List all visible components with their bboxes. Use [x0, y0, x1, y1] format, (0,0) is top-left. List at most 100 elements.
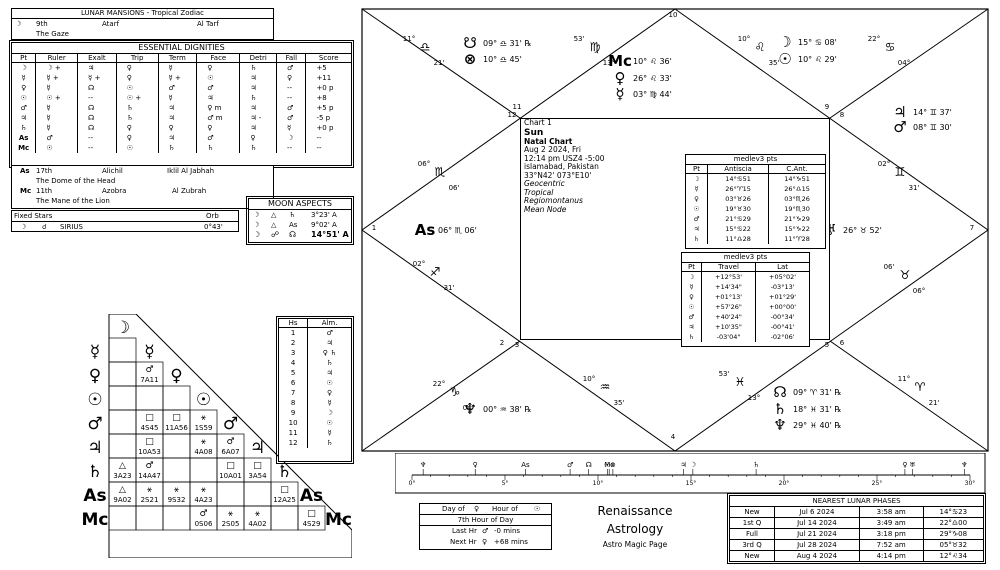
dignities-cell: --	[276, 83, 306, 93]
dignities-cell: ♂	[276, 103, 306, 113]
aspect-grid: ☽☿☿♀♀☉☉♂♂♃♃♄♄AsAsMcMc♂7A11□4S45□11A56⚹1S…	[82, 314, 352, 558]
travel-cell: ♂	[688, 313, 695, 321]
cusp-degree: 06'	[884, 263, 895, 271]
antiscia-cell: ♂	[693, 215, 700, 223]
dignities-cell: ♄	[157, 143, 197, 153]
aspect-glyph: ♂	[145, 461, 153, 471]
brand: Renaissance Astrology Astro Magic Page	[580, 502, 690, 552]
dignities-cell: --	[305, 143, 351, 153]
moon-aspect-orb: 3°23' A	[311, 211, 337, 219]
travel-cell: ☉	[688, 303, 695, 311]
aspect-grid-planet-0: ☽	[115, 318, 130, 338]
wheel-planet-position: 18° ♓ 31' ℞	[793, 405, 842, 414]
aspect-grid-planet-1: ☿	[144, 342, 154, 362]
mansion-name: Alichil	[102, 167, 123, 175]
moon-icon: ☽	[20, 223, 27, 231]
wheel-planet-icon: ☿	[615, 85, 624, 103]
cusp-degree: 10°	[738, 35, 750, 43]
travel-row: ♃+10'35"-00°41'	[682, 322, 809, 332]
aspect-glyph: ♂	[199, 509, 207, 519]
cusp-degree: 02°	[878, 160, 890, 168]
travel-row: ♂+40'24"-00°34'	[682, 312, 809, 322]
dignities-cell: ♂	[276, 62, 306, 73]
aspect-orb: 11A56	[165, 424, 188, 432]
cusp-minute: 31'	[909, 184, 920, 192]
almuten-ruler: ☉	[307, 418, 351, 428]
mansion-alt-name: Al Zubrah	[172, 187, 207, 195]
antiscia-header: Antiscia	[706, 165, 769, 174]
travel-header: Travel	[700, 263, 756, 272]
almuten-row: 2♃	[279, 338, 351, 348]
dignities-header: Trip	[115, 54, 158, 63]
dignities-cell: +11	[305, 73, 351, 83]
mansion-alt-name: Al Tarf	[197, 20, 219, 28]
aspect-glyph: ⚹	[201, 413, 207, 423]
almuten-row: 12♄	[279, 438, 351, 448]
dignities-cell: ♄	[239, 143, 277, 153]
almuten-row: 5♃	[279, 368, 351, 378]
almuten-row: 10☉	[279, 418, 351, 428]
travel-cell: -00°41'	[755, 322, 809, 332]
strip-planet-icon: ♆	[961, 461, 967, 469]
aspect-grid-planet-8: Mc	[325, 510, 352, 530]
antiscia-cell: ♀	[694, 195, 699, 203]
lunar-phase-cell: 12°♌34	[922, 550, 983, 561]
cusp-sign-icon: ♒	[600, 380, 611, 394]
dignities-cell: ♂	[35, 133, 78, 143]
strip-tick-label: 30°	[965, 480, 976, 487]
almuten-row: 6☉	[279, 378, 351, 388]
dignities-cell: ♂	[276, 113, 306, 123]
chart-number: Chart 1	[524, 118, 552, 127]
antiscia-cell: 26°♈15	[706, 184, 769, 194]
wheel-planet-icon: ♄	[773, 400, 786, 418]
aspect-glyph: ⚹	[201, 437, 207, 447]
aspect-orb: 4A23	[194, 496, 212, 504]
strip-frame	[395, 453, 986, 494]
dignities-cell: -5 p	[305, 113, 351, 123]
cusp-sign-icon: ♐	[430, 265, 441, 279]
lunar-phase-cell: Jul 28 2024	[774, 539, 860, 551]
strip-planet-icon: ♀	[902, 461, 907, 469]
wheel-planet-position: 26° ♉ 52'	[843, 226, 882, 235]
cusp-degree: 11°	[403, 35, 415, 43]
antiscia-cell: 21°♋29	[706, 214, 769, 224]
dignities-cell: ☉	[115, 83, 158, 93]
brand-subtitle: Astro Magic Page	[602, 540, 668, 549]
house-number-8: 8	[840, 111, 844, 119]
houses-header: Hs	[288, 319, 298, 327]
aspect-glyph: ♂	[226, 437, 234, 447]
cusp-sign-icon: ♌	[755, 40, 766, 54]
dignities-cell: ♂	[157, 83, 197, 93]
aspect-orb: 2S21	[141, 496, 159, 504]
fixed-star-row: ☽ ☌ SIRIUS 0°43'	[12, 222, 238, 232]
aspect-grid-planet-6: ♄	[277, 462, 292, 482]
aspect-grid-row-label: Mc	[82, 510, 109, 530]
aspect-glyph: □	[307, 509, 316, 519]
aspect-glyph: △	[119, 461, 126, 471]
moon-aspect-orb: 9°02' A	[311, 221, 337, 229]
house-number-4: 4	[671, 433, 676, 441]
almuten-row: 7♀	[279, 388, 351, 398]
lunar-phases-title: NEAREST LUNAR PHASES	[730, 496, 983, 507]
moon-aspect-p2: ♄	[289, 211, 296, 219]
pt-header: Pt	[693, 165, 700, 173]
lunar-phase-cell: 3:18 pm	[858, 528, 924, 540]
wheel-planet-icon: ♀	[615, 69, 626, 87]
dignities-cell: ♃ -	[239, 113, 277, 123]
chart-place: islamabad, Pakistan	[524, 162, 599, 171]
antiscia-cell: ☉	[693, 205, 700, 213]
wheel-diamond	[361, 8, 989, 452]
almuten-row: 11☿	[279, 428, 351, 438]
aspect-glyph: □	[145, 413, 154, 423]
dignities-cell: ♀	[196, 62, 240, 73]
strip-tick-label: 10°	[593, 480, 604, 487]
dignities-cell: ♃	[157, 103, 197, 113]
aspect-orb: 4S45	[141, 424, 159, 432]
strip-planet-icon: ☉	[604, 461, 610, 469]
mansion-row-moon: ☽ 9th Atarf Al Tarf	[12, 19, 273, 29]
